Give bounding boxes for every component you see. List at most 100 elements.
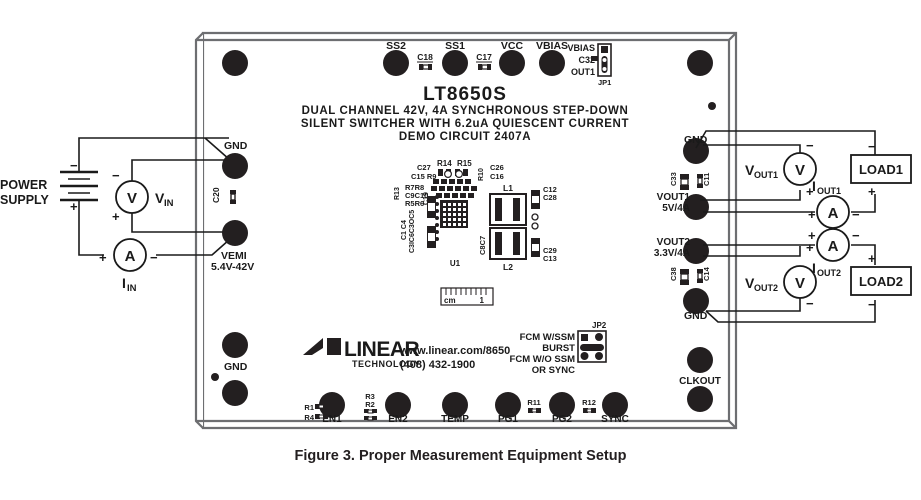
label-r12: R12 bbox=[582, 398, 596, 407]
scale-ruler: cm 1 bbox=[440, 287, 494, 306]
website-label: www.linear.com/8650 bbox=[399, 345, 510, 357]
left-bottom-pad-2[interactable] bbox=[222, 380, 248, 406]
component-c33-label: C33 bbox=[669, 172, 678, 186]
label-r5r6: R5R6 bbox=[405, 199, 424, 208]
component-c32-body bbox=[591, 56, 598, 61]
load2-label: LOAD2 bbox=[859, 274, 903, 289]
label-c8c7: C8C7 bbox=[478, 236, 487, 255]
board-subtitle-1: DUAL CHANNEL 42V, 4A SYNCHRONOUS STEP-DO… bbox=[302, 105, 629, 117]
left-pad-vemi-sub: 5.4V-42V bbox=[211, 261, 254, 273]
label-c28: C28 bbox=[543, 193, 557, 202]
label-c19: C19 bbox=[423, 192, 430, 205]
left-bottom-pad-gnd[interactable] bbox=[222, 332, 248, 358]
bottom-pad-temp[interactable] bbox=[442, 392, 468, 418]
right-pad-gnd-bottom-label: GND bbox=[684, 310, 708, 322]
bottom-pad-sync[interactable] bbox=[602, 392, 628, 418]
jp2-option-fcm-ssm: FCM W/SSM bbox=[520, 332, 575, 343]
bottom-pad-en2[interactable] bbox=[385, 392, 411, 418]
iout1-meter-glyph: A bbox=[828, 205, 839, 222]
iout2-ammeter: A + − I OUT2 bbox=[808, 228, 860, 278]
vin-meter-glyph: V bbox=[127, 190, 137, 207]
jp1-name: JP1 bbox=[598, 78, 611, 87]
label-u1: U1 bbox=[450, 259, 461, 268]
board-subtitle-2: SILENT SWITCHER WITH 6.2uA QUIESCENT CUR… bbox=[301, 118, 629, 130]
top-pad-ss2-label: SS2 bbox=[386, 40, 406, 52]
top-pad-vbias[interactable] bbox=[539, 50, 565, 76]
load2-plus-sign: + bbox=[868, 251, 876, 266]
label-c3c6: C3IC6C3OC5 bbox=[409, 210, 416, 253]
left-bottom-pad-gnd-label: GND bbox=[224, 361, 248, 373]
iout1-label: I bbox=[812, 178, 816, 194]
right-pad-gnd-top[interactable] bbox=[683, 138, 709, 164]
right-pad-gnd-bottom[interactable] bbox=[683, 288, 709, 314]
ic-component-cluster: R14 R15 C27 C15 R9 R10 C26 C16 R7R8 C9C1… bbox=[394, 159, 557, 272]
jumper-jp1[interactable] bbox=[597, 43, 612, 77]
vin-label: V bbox=[155, 190, 165, 206]
vout2-plus-sign: + bbox=[806, 240, 814, 255]
component-c38-label: C38 bbox=[669, 267, 678, 281]
left-pad-vemi[interactable] bbox=[222, 220, 248, 246]
figure-caption: Figure 3. Proper Measurement Equipment S… bbox=[294, 448, 627, 464]
top-pad-vcc[interactable] bbox=[499, 50, 525, 76]
iin-plus-sign: + bbox=[99, 250, 107, 265]
iin-ammeter: A + − I IN bbox=[99, 238, 158, 294]
vout2-label-sub: OUT2 bbox=[754, 283, 778, 293]
jp2-option-or-sync: OR SYNC bbox=[532, 365, 575, 376]
label-c13: C13 bbox=[543, 254, 557, 263]
board-title: LT8650S bbox=[423, 84, 507, 105]
vout1-plus-sign: + bbox=[806, 184, 814, 199]
jumper-jp2[interactable] bbox=[577, 330, 607, 363]
right-bottom-pad-2[interactable] bbox=[687, 386, 713, 412]
vin-plus-sign: + bbox=[112, 209, 120, 224]
component-c17: C17 bbox=[476, 52, 492, 70]
label-r13: R13 bbox=[394, 187, 401, 200]
iout1-minus-sign: − bbox=[852, 207, 860, 222]
component-c11: C11 bbox=[697, 173, 711, 188]
load1-box: LOAD1 − + bbox=[850, 139, 912, 199]
left-pad-gnd[interactable] bbox=[222, 153, 248, 179]
label-c15r9: C15 R9 bbox=[411, 172, 436, 181]
jp1-option-c32: C32 bbox=[578, 55, 595, 65]
right-bottom-pad-clkout[interactable] bbox=[687, 347, 713, 373]
component-c20: C20 bbox=[211, 187, 236, 204]
load1-plus-sign: + bbox=[868, 184, 876, 199]
output-wiring bbox=[695, 130, 876, 323]
iout1-ammeter: A + − I OUT1 bbox=[808, 178, 860, 229]
label-l2: L2 bbox=[503, 262, 513, 272]
jp2-option-fcm-no-ssm: FCM W/O SSM bbox=[510, 354, 576, 365]
iin-minus-sign: − bbox=[150, 250, 158, 265]
top-pad-ss1-label: SS1 bbox=[445, 40, 465, 52]
load2-minus-sign: − bbox=[868, 297, 876, 312]
vout1-label-sub: OUT1 bbox=[754, 170, 778, 180]
label-c16: C16 bbox=[490, 172, 504, 181]
label-c27: C27 bbox=[417, 163, 431, 172]
component-c33: C33 bbox=[669, 172, 689, 190]
component-c11-label: C11 bbox=[702, 173, 711, 186]
right-pad-vout2[interactable] bbox=[683, 238, 709, 264]
right-bottom-pad-clkout-label: CLKOUT bbox=[679, 376, 721, 387]
bottom-pad-pg2[interactable] bbox=[549, 392, 575, 418]
vin-minus-sign: − bbox=[112, 168, 120, 183]
bottom-pad-pg1[interactable] bbox=[495, 392, 521, 418]
top-pad-vbias-label: VBIAS bbox=[536, 40, 568, 52]
label-r4: R4 bbox=[304, 413, 314, 422]
label-c29: C29 bbox=[543, 246, 557, 255]
bottom-pad-en2-label: EN2 bbox=[388, 414, 408, 425]
iout1-plus-sign: + bbox=[808, 207, 816, 222]
top-pad-ss2[interactable] bbox=[383, 50, 409, 76]
mounting-hole-top-right bbox=[687, 50, 713, 76]
left-pad-vemi-label: VEMI bbox=[221, 250, 247, 262]
iout2-minus-sign: − bbox=[852, 228, 860, 243]
vout1-meter-glyph: V bbox=[795, 162, 805, 179]
top-pad-ss1[interactable] bbox=[442, 50, 468, 76]
power-supply-label-line1: POWER bbox=[0, 178, 47, 192]
iout1-label-sub: OUT1 bbox=[817, 186, 841, 196]
label-r3: R3 bbox=[365, 392, 375, 401]
label-r1: R1 bbox=[304, 403, 314, 412]
iin-meter-glyph: A bbox=[125, 248, 136, 265]
label-r10: R10 bbox=[478, 168, 485, 181]
bottom-pad-en1[interactable] bbox=[319, 392, 345, 418]
vout2-voltmeter: V V OUT2 + − bbox=[745, 240, 817, 311]
right-pad-vout1-label: VOUT1 bbox=[657, 192, 691, 203]
